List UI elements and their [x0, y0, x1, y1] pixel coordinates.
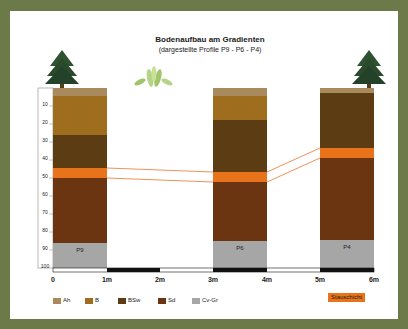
distance-label: 1m	[102, 276, 112, 284]
legend-text: Ah	[63, 297, 70, 304]
plant	[134, 66, 174, 87]
soil-profile	[53, 88, 107, 268]
depth-number: 100	[41, 264, 49, 270]
depth-number: 30	[42, 138, 48, 144]
legend-swatch	[53, 298, 61, 304]
depth-number: 70	[42, 210, 48, 216]
scale-bar	[53, 268, 374, 272]
subtitle: (dargestellte Profile P9 - P6 - P4)	[159, 46, 262, 54]
legend-swatch	[192, 298, 200, 304]
tree	[45, 50, 79, 90]
soil-profile-column: P6	[213, 88, 267, 268]
legend-swatch	[118, 298, 126, 304]
depth-number: 80	[42, 228, 48, 234]
profile-label: P9	[76, 247, 83, 254]
distance-label: 6m	[369, 276, 379, 284]
legend-text: Stauschicht	[331, 294, 362, 301]
legend-text: Sd	[168, 297, 175, 304]
legend-swatch	[158, 298, 166, 304]
title: Bodenaufbau am Gradienten	[155, 36, 264, 45]
distance-label: 5m	[315, 276, 325, 284]
distance-label: 2m	[155, 276, 165, 284]
depth-number: 40	[42, 156, 48, 162]
legend-text: BSw	[128, 297, 140, 304]
profile-label: P6	[236, 245, 243, 252]
tree	[352, 50, 386, 90]
distance-label: 3m	[208, 276, 218, 284]
panel	[10, 11, 398, 319]
depth-axis	[38, 88, 53, 268]
legend-swatch	[85, 298, 93, 304]
soil-profile-column: P4	[320, 88, 374, 268]
depth-number: 90	[42, 246, 48, 252]
profile-label: P4	[343, 244, 350, 251]
depth-number: 20	[42, 120, 48, 126]
legend-text: Cv-Gr	[202, 297, 218, 304]
soil-profile-column: P9	[53, 88, 107, 268]
depth-number: 60	[42, 192, 48, 198]
depth-number: 50	[42, 174, 48, 180]
soil-profile	[320, 88, 374, 268]
legend-text: B	[95, 297, 99, 304]
depth-number: 10	[42, 102, 48, 108]
distance-label: 4m	[262, 276, 272, 284]
soil-profile	[213, 88, 267, 268]
distance-label: 0	[51, 276, 55, 284]
layer-trace	[107, 148, 320, 182]
